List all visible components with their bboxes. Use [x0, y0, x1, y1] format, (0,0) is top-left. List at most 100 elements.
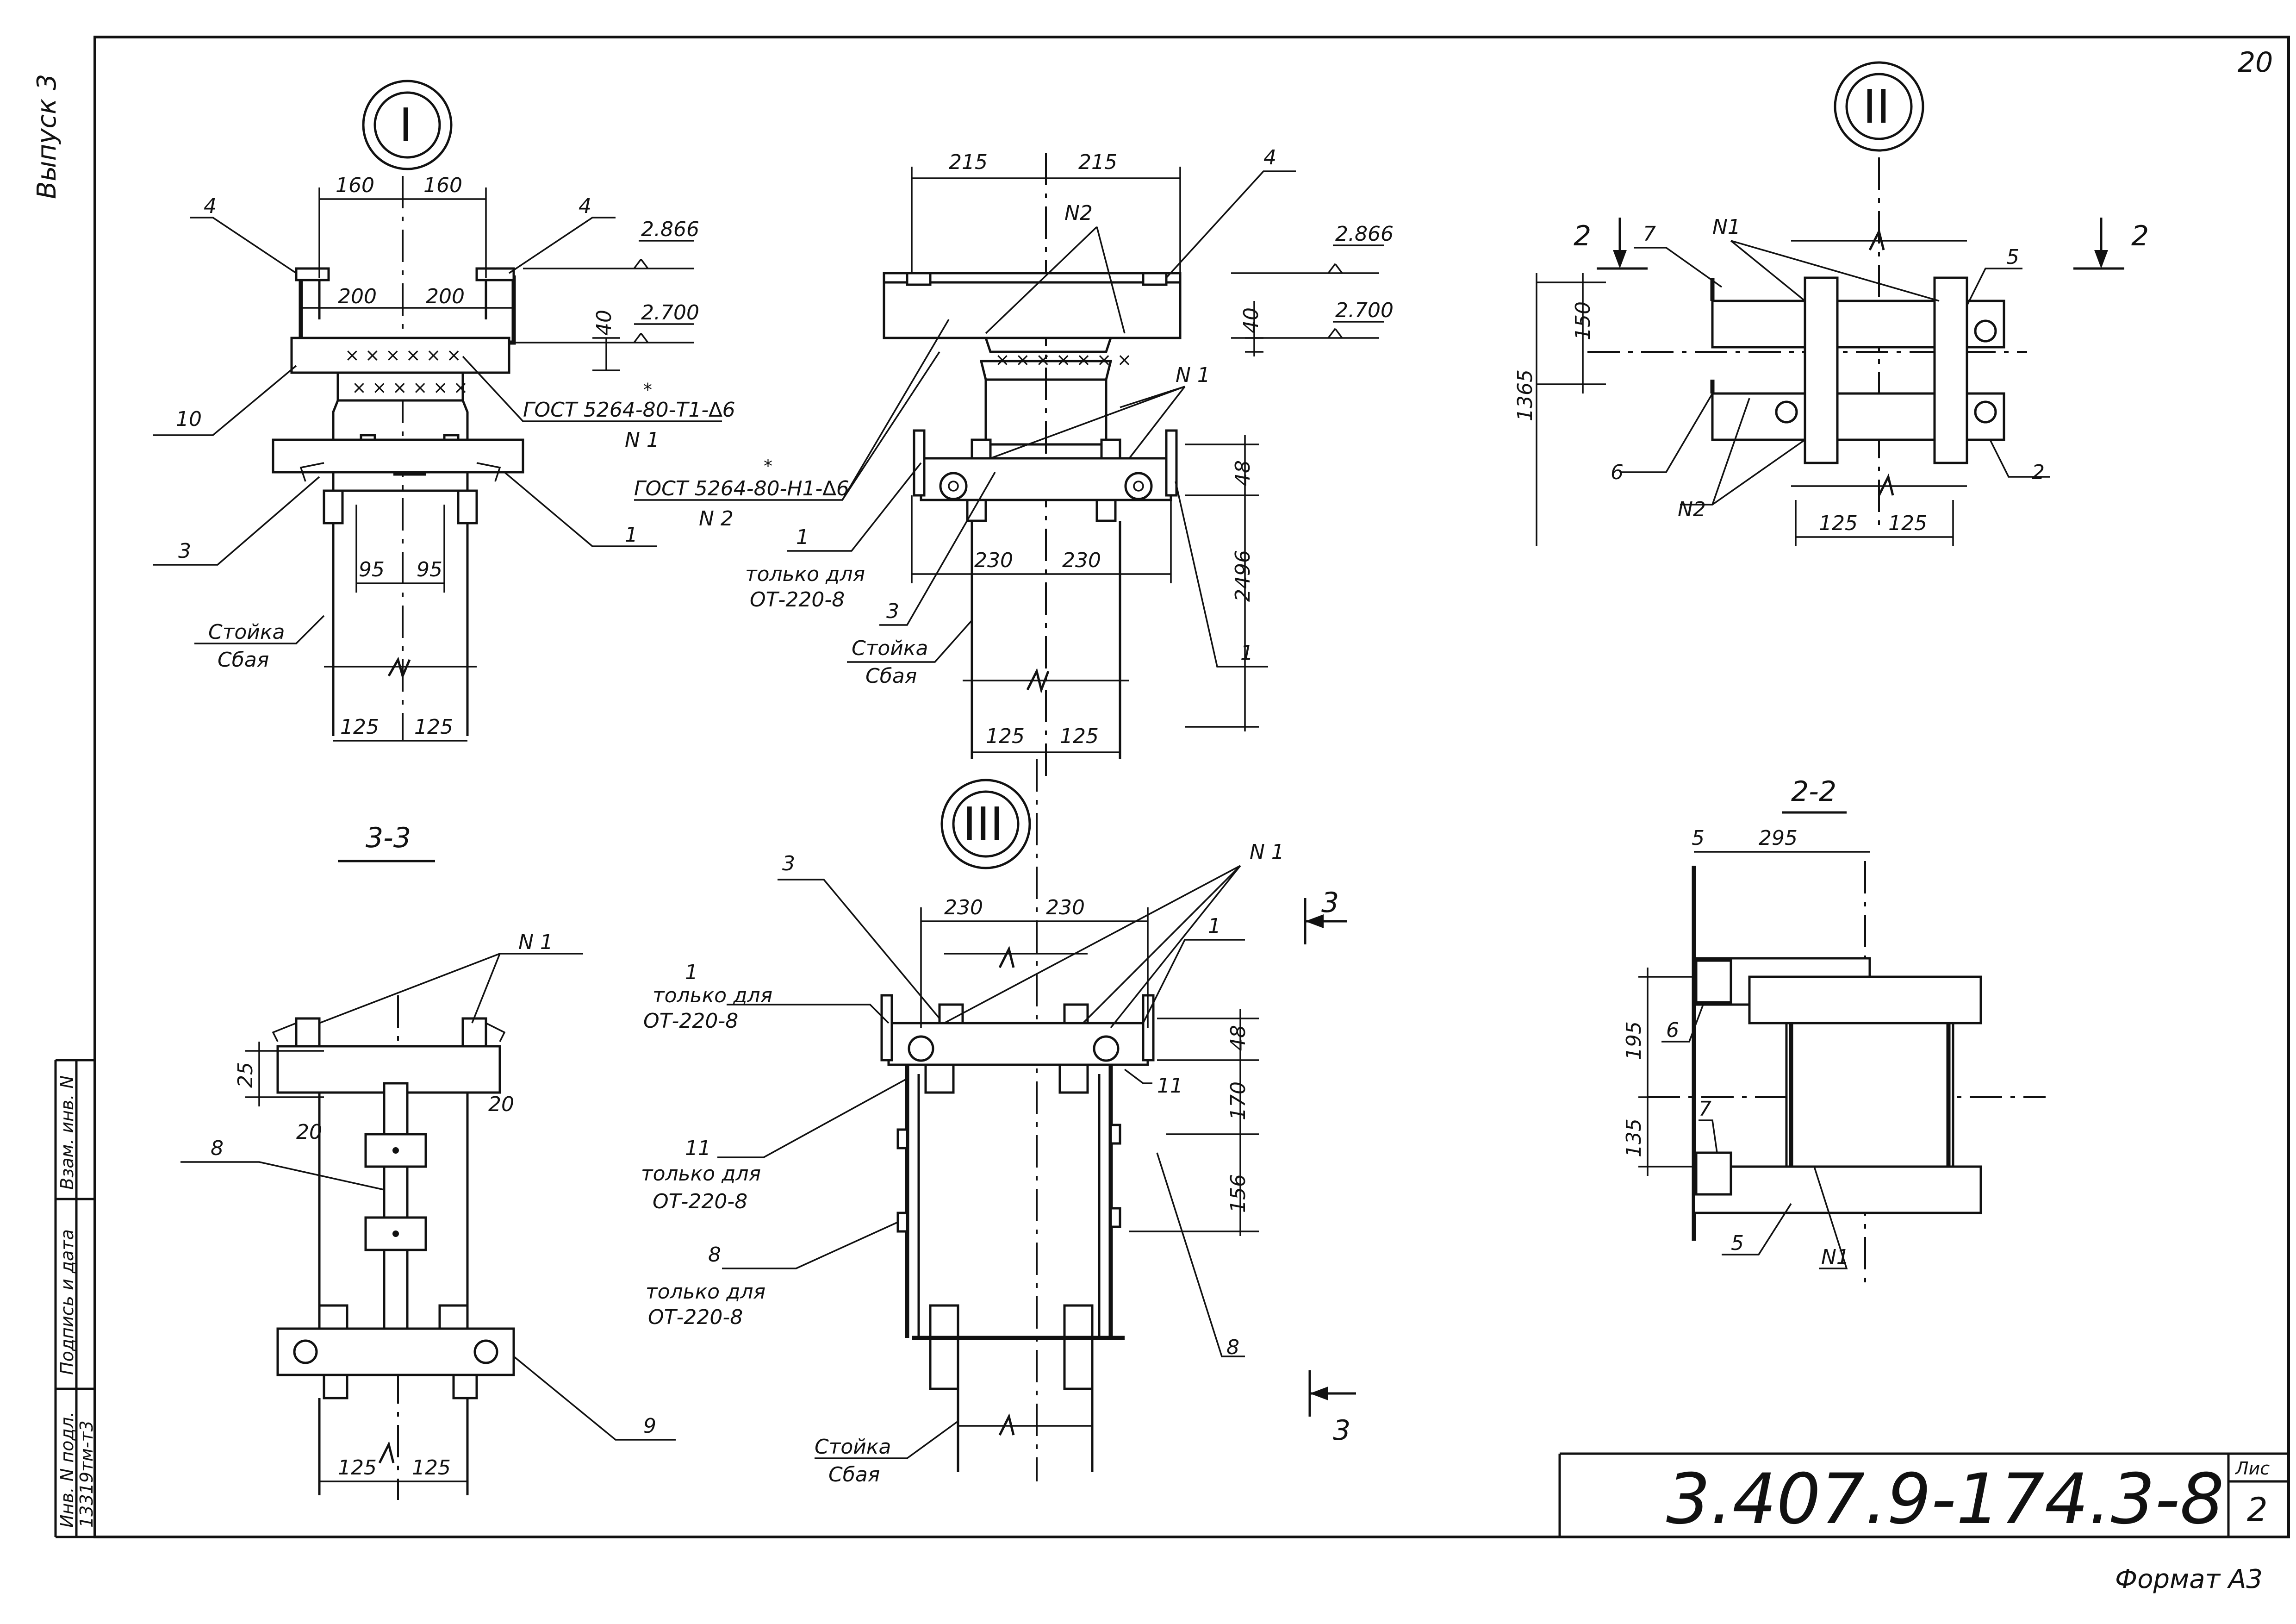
node-I-side-dim-215a: 215: [949, 150, 988, 174]
sheet-frame: [54, 36, 2290, 1538]
node-I-side-elev-top: 2.866: [1335, 222, 1394, 246]
section-2-2-pos-5: 5: [1731, 1231, 1744, 1255]
section-2-2-view: 2-2 5 295 195 135 6 7 5 N1: [1622, 775, 2046, 1287]
node-I-side-stoyka: Стойка: [852, 637, 928, 660]
section-3-3-dim-125b: 125: [412, 1456, 451, 1480]
section-2-2-dim-135: 135: [1622, 1118, 1646, 1157]
node-I-weld-star: *: [643, 380, 652, 400]
node-I-dim-160a: 160: [336, 174, 374, 197]
node-II-pos-2: 2: [2032, 461, 2045, 484]
svg-text:× × × × × ×: × × × × × ×: [352, 377, 468, 398]
node-II-section-mark-right: 2: [2131, 220, 2149, 252]
node-I-pos-3: 3: [178, 539, 191, 563]
node-II-pos-5: 5: [2006, 245, 2019, 269]
node-III-pos-11-left: 11: [685, 1137, 711, 1160]
page-number: 20: [2238, 46, 2273, 79]
section-2-2-pos-7: 7: [1699, 1097, 1711, 1121]
node-III-section-mark-top: 3: [1321, 887, 1339, 919]
section-3-3-title: 3-3: [366, 822, 411, 854]
node-III-pos-8-note2: ОТ-220-8: [648, 1305, 743, 1329]
node-I-view: I × × × × × × × × × × × ×: [153, 80, 735, 742]
node-I-side-only-for-1: только для: [745, 562, 865, 586]
stamp-vzam-inv: Взам. инв. N: [57, 1075, 77, 1190]
node-III-roman: III: [963, 797, 1003, 851]
node-III-pos-3: 3: [782, 852, 795, 875]
node-III-dim-230b: 230: [1046, 896, 1085, 919]
node-I-elev-top: 2.866: [641, 218, 699, 241]
section-3-3-dim-125a: 125: [338, 1456, 377, 1480]
node-III-pos-11-note1: только для: [641, 1162, 761, 1186]
node-I-weld-id: N 1: [625, 428, 660, 452]
node-I-svaya: Сбая: [218, 648, 269, 672]
node-I-dim-125a: 125: [340, 715, 379, 739]
node-I-side-dim-40: 40: [1239, 307, 1263, 333]
node-II-dim-1365: 1365: [1513, 369, 1537, 421]
svg-text:× × × × × × ×: × × × × × × ×: [995, 350, 1132, 370]
node-III-svaya: Сбая: [828, 1463, 880, 1487]
node-I-side-pos-1-left: 1: [796, 525, 809, 549]
node-III-pos-1-left: 1: [685, 961, 698, 984]
node-II-dim-125a: 125: [1819, 512, 1858, 535]
node-I-dim-160b: 160: [423, 174, 462, 197]
node-I-marker: [362, 80, 453, 170]
node-III-pos-1-right: 1: [1208, 914, 1221, 938]
node-I-dim-200b: 200: [426, 285, 465, 308]
node-III-pos-8-note1: только для: [646, 1280, 765, 1304]
node-I-side-dim-230a: 230: [974, 549, 1013, 572]
document-code: 3.407.9-174.3-8: [1666, 1459, 2224, 1540]
node-III-pos-1-left-note2: ОТ-220-8: [643, 1009, 738, 1033]
node-I-side-weld-star: *: [764, 456, 772, 476]
node-I-side-pos-4: 4: [1263, 146, 1276, 169]
node-I-side-dim-125b: 125: [1060, 725, 1099, 748]
list-label: Лис: [2234, 1458, 2270, 1479]
section-2-2-title: 2-2: [1791, 775, 1836, 808]
section-2-2-weld-n1: N1: [1821, 1245, 1849, 1269]
node-III-dim-230a: 230: [944, 896, 983, 919]
node-III-pos-8-right: 8: [1226, 1336, 1239, 1359]
node-I-side-dim-125a: 125: [986, 725, 1025, 748]
node-I-side-svaya: Сбая: [865, 664, 917, 688]
node-III-stoyka: Стойка: [815, 1435, 891, 1459]
node-III-marker: [940, 779, 1031, 869]
node-I-side-elev-mid: 2.700: [1335, 299, 1394, 322]
vypusk-label: Выпуск 3: [32, 74, 62, 199]
node-I-side-pos-3: 3: [886, 600, 899, 623]
section-3-3-weld-n1: N 1: [518, 931, 553, 954]
format-label: Формат А3: [2115, 1564, 2263, 1594]
node-II-section-mark-left: 2: [1574, 220, 1591, 252]
section-3-3-pos-9: 9: [643, 1414, 656, 1438]
node-I-weld-std: ГОСТ 5264-80-Т1-∆6: [523, 398, 735, 422]
node-I-side-weld-n2-top: N2: [1064, 201, 1093, 225]
node-III-pos-8-left: 8: [708, 1243, 721, 1267]
node-II-roman: II: [1863, 80, 1890, 134]
node-I-roman: I: [399, 98, 413, 152]
section-3-3-dim-20b: 20: [488, 1093, 514, 1116]
node-I-side-dim-215b: 215: [1078, 150, 1117, 174]
node-I-elev-mid: 2.700: [641, 301, 699, 325]
stamp-inv-podl: Инв. N подл.: [57, 1412, 77, 1528]
node-I-side-dim-2496: 2496: [1231, 550, 1255, 602]
node-II-view: II 2 2 150 1365: [1513, 61, 2149, 546]
section-2-2-dim-195: 195: [1622, 1021, 1646, 1060]
stamp-podpis-data: Подпись и дата: [57, 1229, 77, 1375]
node-III-pos-1-left-note1: только для: [653, 984, 772, 1007]
node-I-pos-4a: 4: [204, 194, 217, 218]
stamp-inv-value: 13319тм-т3: [76, 1420, 97, 1528]
section-3-3-dim-20a: 20: [296, 1120, 322, 1144]
node-III-weld-n1: N 1: [1250, 840, 1284, 864]
node-III-pos-11-note2: ОТ-220-8: [653, 1190, 747, 1213]
list-number: 2: [2247, 1491, 2268, 1529]
node-I-dim-40: 40: [592, 310, 616, 336]
section-2-2-dim-295: 295: [1759, 826, 1798, 850]
node-II-weld-n1: N1: [1712, 215, 1741, 239]
section-3-3-view: 3-3 N 1 25 20 20 125 1: [180, 822, 676, 1500]
node-I-side-weld-id: N 2: [699, 507, 734, 531]
node-I-side-only-for-2: ОТ-220-8: [750, 588, 845, 612]
node-I-pos-10: 10: [176, 407, 202, 431]
node-I-side-view: × × × × × × × 215 215 230 230 125 125: [634, 146, 1394, 778]
node-II-marker: [1834, 61, 1924, 152]
node-I-side-pos-1-right: 1: [1240, 641, 1253, 665]
node-I-dim-125b: 125: [414, 715, 453, 739]
node-I-dim-95a: 95: [359, 558, 385, 581]
